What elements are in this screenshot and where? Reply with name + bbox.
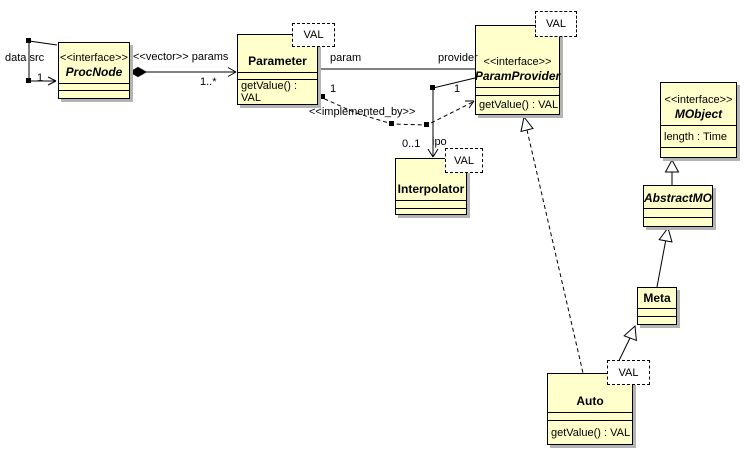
composition-multiplicity: 1..* — [200, 76, 217, 88]
mobject-operations-compartment — [661, 147, 736, 157]
composition-diamond-icon — [128, 66, 148, 78]
vector-params-label: <<vector>> params — [133, 51, 229, 63]
edge-auto-paramprovider-realization[interactable] — [520, 115, 584, 374]
interpolator-name: Interpolator — [397, 182, 465, 196]
interpolator-template-label: VAL — [454, 154, 474, 167]
edge-paramprovider-interpolator-association[interactable] — [427, 77, 476, 158]
auto-operations-compartment: getValue() : VAL — [548, 420, 632, 444]
edge-procnode-parameter-composition[interactable] — [128, 66, 237, 78]
class-mobject[interactable]: <<interface>> MObject length : Time — [660, 82, 737, 158]
implemented-by-target-multiplicity: 1 — [454, 83, 461, 95]
auto-template-label: VAL — [618, 366, 639, 379]
open-arrowhead-icon — [47, 76, 57, 86]
paramprovider-template-label: VAL — [546, 18, 566, 30]
open-arrowhead-icon — [465, 100, 475, 109]
interpolator-attributes-compartment — [396, 200, 466, 208]
generalization-triangle-icon — [623, 324, 637, 342]
auto-template-parameter-box[interactable]: VAL — [607, 360, 650, 385]
mobject-attribute: length : Time — [664, 130, 727, 143]
bend-point-icon — [26, 78, 31, 83]
param-role-label: param — [330, 52, 362, 64]
class-procnode[interactable]: <<interface>> ProcNode — [58, 42, 130, 99]
generalization-triangle-icon — [658, 226, 673, 243]
interpolator-template-parameter-box[interactable]: VAL — [445, 148, 483, 173]
meta-attributes-compartment — [638, 308, 676, 316]
open-arrowhead-icon — [427, 148, 439, 158]
bend-point-icon — [424, 122, 429, 127]
edge-abstractmo-mobject-generalization[interactable] — [664, 158, 680, 185]
edge-implemented-by-dependency[interactable] — [317, 94, 475, 127]
paramprovider-template-parameter-box[interactable]: VAL — [535, 11, 577, 37]
edge-procnode-self-association[interactable] — [26, 38, 58, 86]
meta-operations-compartment — [638, 316, 676, 324]
parameter-operation: getValue() : VAL — [241, 80, 298, 104]
self-association-role-label: data src — [5, 52, 45, 64]
meta-name: Meta — [643, 291, 671, 305]
generalization-triangle-icon — [520, 115, 534, 133]
open-arrowhead-icon — [227, 67, 237, 77]
paramprovider-attributes-compartment — [476, 87, 559, 95]
ipo-role-label: ipo — [432, 136, 447, 148]
procnode-operations-compartment — [59, 90, 129, 98]
abstractmo-operations-compartment — [644, 217, 712, 226]
implemented-by-stereotype-label: <<implemented_by>> — [309, 106, 416, 118]
generalization-triangle-icon — [664, 158, 680, 173]
parameter-name: Parameter — [248, 53, 307, 68]
paramprovider-name: ParamProvider — [474, 69, 561, 83]
auto-operation: getValue() : VAL — [551, 426, 631, 439]
parameter-operations-compartment: getValue() : VAL — [238, 79, 317, 104]
bend-point-icon — [26, 38, 31, 43]
implemented-by-source-multiplicity: 1 — [330, 83, 337, 95]
paramprovider-stereotype: <<interface>> — [483, 56, 552, 68]
procnode-name: ProcNode — [65, 65, 123, 79]
mobject-attributes-compartment: length : Time — [661, 125, 736, 147]
class-meta[interactable]: Meta — [637, 287, 677, 325]
parameter-attributes-compartment — [238, 71, 317, 79]
paramprovider-operation: getValue() : VAL — [479, 99, 559, 111]
mobject-stereotype: <<interface>> — [664, 94, 733, 106]
auto-attributes-compartment — [548, 412, 632, 420]
bend-point-icon — [430, 85, 435, 90]
class-abstractmo[interactable]: AbstractMO — [643, 185, 713, 227]
interpolator-operations-compartment — [396, 208, 466, 214]
bend-point-icon — [389, 121, 394, 126]
auto-name: Auto — [576, 394, 604, 408]
paramprovider-operations-compartment: getValue() : VAL — [476, 95, 559, 114]
parameter-template-label: VAL — [303, 29, 324, 41]
self-association-multiplicity: 1 — [37, 72, 44, 84]
abstractmo-name: AbstractMO — [644, 191, 713, 205]
edge-meta-abstractmo-generalization[interactable] — [656, 226, 673, 288]
class-auto[interactable]: Auto getValue() : VAL — [547, 373, 633, 445]
ipo-multiplicity: 0..1 — [402, 138, 421, 150]
class-paramprovider[interactable]: <<interface>> ParamProvider getValue() :… — [475, 25, 560, 115]
provider-role-label: provider — [438, 52, 478, 64]
mobject-name: MObject — [674, 107, 723, 121]
procnode-stereotype: <<interface>> — [60, 52, 128, 64]
procnode-attributes-compartment — [59, 83, 129, 90]
abstractmo-attributes-compartment — [644, 208, 712, 217]
bend-point-icon — [320, 94, 325, 99]
parameter-template-parameter-box[interactable]: VAL — [292, 23, 335, 47]
